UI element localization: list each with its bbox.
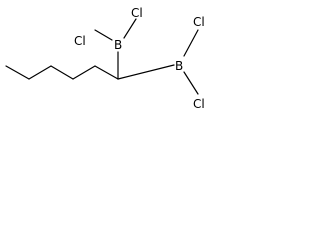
- bond-boron-right-cl-top: [183, 29, 199, 57]
- bond-c3-c4: [50, 65, 74, 80]
- atom-label-cl-left: Cl: [193, 15, 205, 29]
- bond-c5-c6: [94, 65, 119, 80]
- atom-label-cl-top-left: Cl: [74, 34, 86, 48]
- bond-boron-right-cl-bottom: [183, 71, 199, 95]
- bond-boron-upper-cl-top: [123, 18, 137, 39]
- atom-label-cl-bottom-right: Cl: [193, 97, 205, 111]
- atom-label-boron-upper: B: [114, 38, 122, 52]
- bond-c4-c5: [72, 65, 96, 80]
- skeletal-formula: Cl Cl B B Cl Cl: [5, 6, 205, 111]
- bond-c6-boron-right: [117, 64, 175, 80]
- bond-c2-c3: [28, 65, 52, 80]
- atom-label-cl-top-right: Cl: [131, 6, 143, 20]
- molecule-structure-canvas: Cl Cl B B Cl Cl: [0, 0, 214, 121]
- atom-label-boron-right: B: [175, 59, 183, 73]
- bond-c1-c2: [5, 65, 30, 80]
- bond-boron-upper-cl-left: [94, 29, 113, 41]
